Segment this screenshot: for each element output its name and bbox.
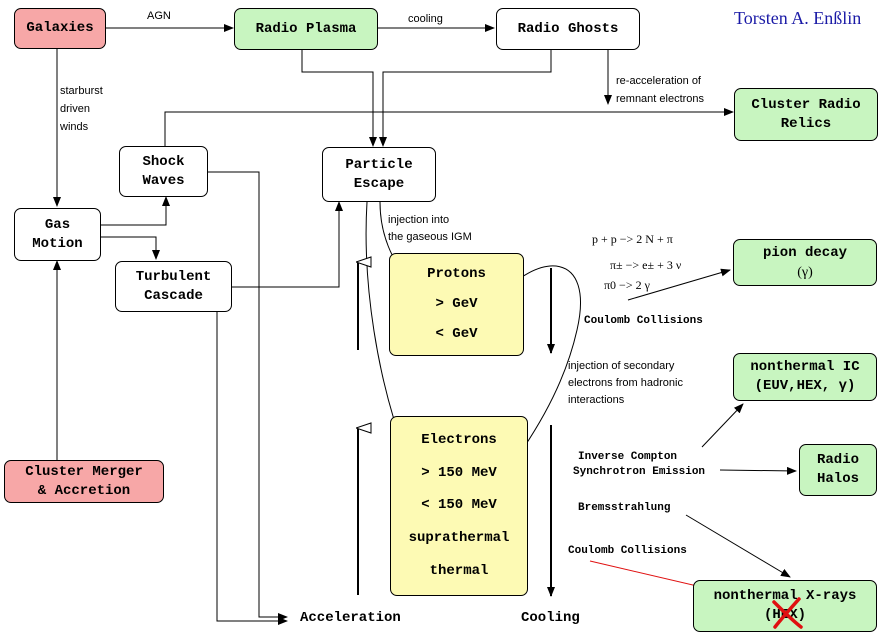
box-turbulent-cascade-line1: Turbulent	[135, 268, 212, 285]
box-galaxies-label: Galaxies	[26, 20, 94, 36]
label-injection-igm: injection into the gaseous IGM	[388, 212, 472, 246]
box-cluster-merger-line2: & Accretion	[37, 482, 131, 499]
arrow-ghosts-escape	[379, 50, 552, 147]
label-injection-igm-line2: the gaseous IGM	[388, 231, 472, 243]
box-cluster-radio-relics: Cluster Radio Relics	[734, 88, 878, 141]
arrow-bremsstrahlung	[685, 514, 791, 578]
label-injection-secondary-line3: interactions	[568, 394, 625, 406]
label-injection-igm-line1: injection into	[388, 214, 450, 226]
box-protons-title: Protons	[427, 266, 486, 282]
box-radio-halos-line1: Radio	[816, 452, 859, 468]
label-bremsstrahlung: Bremsstrahlung	[578, 502, 671, 514]
box-gas-motion: Gas Motion	[14, 208, 101, 261]
box-nonthermal-xrays-line1: nonthermal X-rays	[713, 588, 857, 604]
label-cooling-top: cooling	[408, 13, 443, 25]
label-injection-secondary-line1: injection of secondary	[568, 360, 675, 372]
box-protons-below-gev: < GeV	[435, 326, 478, 342]
arrow-gas-shock	[100, 196, 170, 226]
box-nonthermal-ic: nonthermal IC (EUV,HEX, γ)	[733, 353, 877, 401]
box-gas-motion-line2: Motion	[32, 235, 83, 252]
box-electrons-thermal: thermal	[429, 563, 489, 580]
arrow-ic	[701, 403, 744, 448]
box-turbulent-cascade-line2: Cascade	[144, 287, 203, 304]
box-electrons: Electrons > 150 MeV < 150 MeV supratherm…	[390, 416, 528, 596]
label-acceleration: Acceleration	[300, 610, 401, 626]
box-turbulent-cascade: Turbulent Cascade	[115, 261, 232, 312]
box-protons: Protons > GeV < GeV	[389, 253, 524, 356]
box-protons-above-gev: > GeV	[435, 296, 478, 312]
box-nonthermal-xrays: nonthermal X-rays (HEX)	[693, 580, 877, 632]
box-radio-plasma: Radio Plasma	[234, 8, 378, 50]
arrow-turbulent-acceleration	[216, 312, 288, 625]
label-starburst-line3: winds	[60, 121, 89, 133]
box-particle-escape-line1: Particle	[345, 156, 413, 173]
label-injection-secondary: injection of secondary electrons from ha…	[568, 358, 683, 409]
label-starburst-line1: starburst	[60, 85, 103, 97]
box-cluster-radio-relics-line2: Relics	[780, 115, 832, 132]
box-cluster-merger: Cluster Merger & Accretion	[4, 460, 164, 503]
label-synchrotron: Synchrotron Emission	[573, 466, 706, 478]
box-electrons-suprathermal: suprathermal	[408, 530, 510, 547]
label-coulomb-protons: Coulomb Collisions	[584, 315, 703, 327]
arrow-shock-relics	[164, 108, 734, 146]
box-galaxies: Galaxies	[14, 8, 106, 49]
equation-neutral-pion: π0 −> 2 γ	[604, 278, 650, 292]
box-gas-motion-line1: Gas	[44, 216, 71, 233]
label-injection-secondary-line2: electrons from hadronic	[568, 377, 683, 389]
box-electrons-below-150mev: < 150 MeV	[421, 497, 497, 514]
box-nonthermal-ic-line2: (EUV,HEX, γ)	[754, 378, 856, 394]
box-electrons-title: Electrons	[421, 431, 497, 448]
label-reacceleration-line2: remnant electrons	[616, 93, 705, 105]
box-shock-waves: Shock Waves	[119, 146, 208, 197]
box-cluster-merger-line1: Cluster Merger	[25, 463, 143, 480]
box-particle-escape: Particle Escape	[322, 147, 436, 202]
label-cooling-bottom: Cooling	[521, 610, 580, 626]
label-reacceleration-line1: re-acceleration of	[616, 75, 701, 87]
box-pion-decay: pion decay (γ)	[733, 239, 877, 286]
box-shock-waves-line1: Shock	[142, 153, 185, 170]
box-particle-escape-line2: Escape	[353, 175, 405, 192]
arrow-shock-acceleration	[207, 171, 288, 621]
box-cluster-radio-relics-line1: Cluster Radio	[751, 96, 861, 113]
arrow-gas-turbulent	[100, 236, 160, 260]
box-pion-decay-line2: (γ)	[797, 264, 813, 280]
arrow-secondary-injection	[492, 265, 581, 483]
author-name: Torsten A. Enßlin	[734, 8, 862, 28]
label-coulomb-electrons: Coulomb Collisions	[568, 545, 687, 557]
label-inverse-compton: Inverse Compton	[578, 451, 678, 463]
label-agn: AGN	[147, 10, 171, 22]
label-reacceleration: re-acceleration of remnant electrons	[616, 72, 704, 108]
box-radio-ghosts-label: Radio Ghosts	[517, 20, 619, 37]
box-radio-halos-line2: Halos	[816, 471, 859, 487]
equation-pp: p + p −> 2 N + π	[592, 232, 673, 246]
strike-cross-icon	[772, 597, 803, 629]
label-starburst: starburst driven winds	[60, 82, 103, 136]
arrow-synchrotron	[719, 466, 797, 475]
box-nonthermal-ic-line1: nonthermal IC	[750, 359, 860, 375]
arrow-plasma-escape	[301, 50, 377, 147]
box-electrons-above-150mev: > 150 MeV	[421, 464, 497, 481]
box-shock-waves-line2: Waves	[142, 172, 185, 189]
arrow-pion-decay	[627, 268, 731, 301]
box-radio-plasma-label: Radio Plasma	[255, 20, 357, 37]
box-radio-ghosts: Radio Ghosts	[496, 8, 640, 50]
label-starburst-line2: driven	[60, 103, 90, 115]
equation-charged-pion: π± −> e± + 3 ν	[610, 258, 682, 272]
box-radio-halos: Radio Halos	[799, 444, 877, 496]
box-pion-decay-line1: pion decay	[762, 244, 847, 261]
arrow-turbulent-escape	[232, 201, 343, 288]
